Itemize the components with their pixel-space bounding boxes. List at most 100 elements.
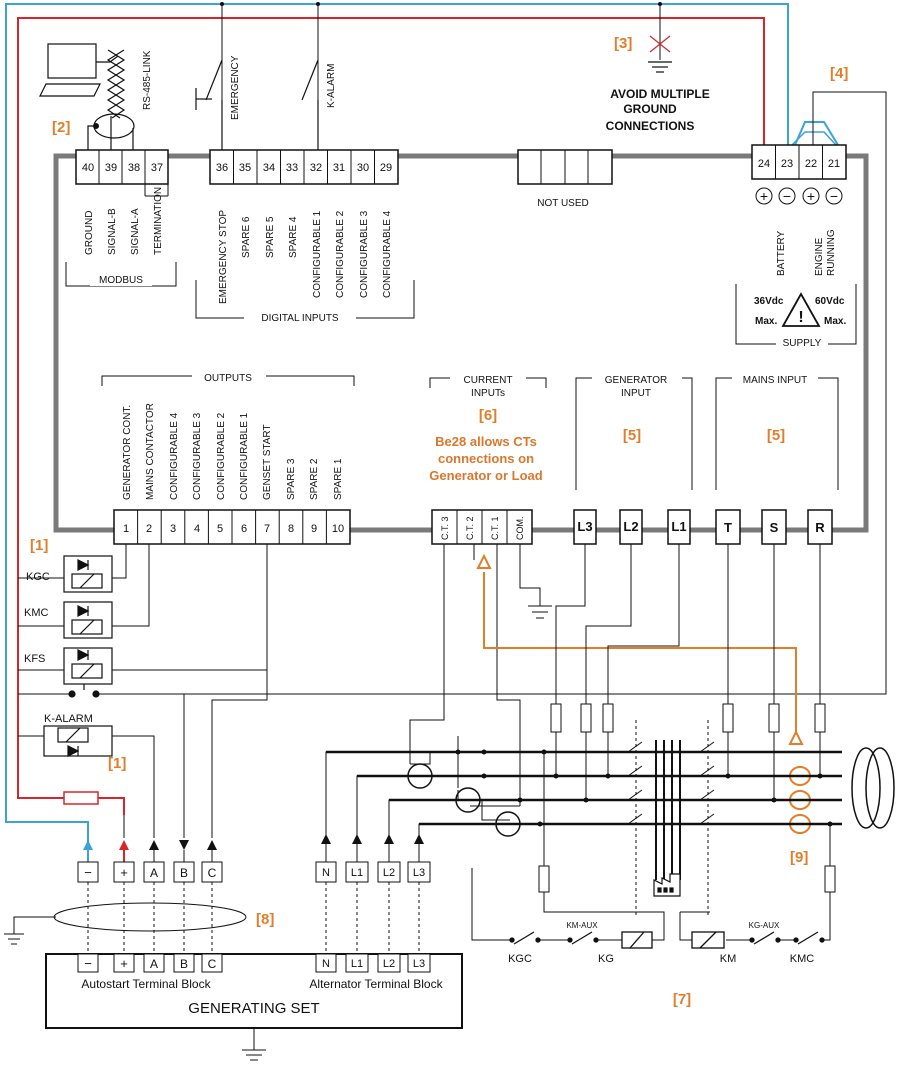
relay-kmc-label: KMC bbox=[24, 607, 49, 619]
busbar-switches bbox=[627, 740, 715, 880]
autostart-bottom-b: B bbox=[180, 957, 188, 971]
alternator-bottom-l2: L2 bbox=[383, 958, 395, 970]
current-inputs-label-1: CURRENT bbox=[464, 375, 513, 386]
out-label-spare-2: SPARE 2 bbox=[309, 458, 320, 500]
terminal-10: 10 bbox=[332, 523, 344, 535]
autostart-arrows bbox=[83, 840, 217, 850]
terminal-ct1: C.T. 1 bbox=[490, 516, 500, 540]
not-used-terminals bbox=[517, 149, 613, 185]
di-label-spare-6: SPARE 6 bbox=[241, 216, 252, 258]
mains-input-label: MAINS INPUT bbox=[743, 375, 807, 386]
note-5-mains: [5] bbox=[767, 427, 785, 444]
terminal-30: 30 bbox=[357, 162, 369, 174]
alternator-top-l1: L1 bbox=[351, 867, 363, 879]
outputs-group-label: OUTPUTS bbox=[204, 373, 252, 384]
dotted-links bbox=[87, 720, 709, 954]
out-label-configurable-1: CONFIGURABLE 1 bbox=[239, 412, 250, 500]
polarity-23: − bbox=[783, 188, 791, 204]
genset-ground-icon bbox=[242, 1028, 266, 1061]
autostart-bottom-a: A bbox=[150, 957, 158, 971]
relay-wiring bbox=[18, 544, 268, 838]
contact-kmc-label: KMC bbox=[790, 953, 815, 965]
terminal-22: 22 bbox=[805, 158, 817, 170]
modbus-label-ground: GROUND bbox=[84, 211, 95, 255]
di-label-configurable-1: CONFIGURABLE 1 bbox=[312, 210, 323, 298]
terminal-2: 2 bbox=[146, 523, 152, 535]
alternator-bottom-l3: L3 bbox=[413, 958, 425, 970]
autostart-terminals-top: − + A B C bbox=[77, 861, 223, 883]
note-1-top: [1] bbox=[30, 537, 48, 554]
max-right-label: Max. bbox=[824, 316, 846, 327]
relay-kgc-icon bbox=[63, 555, 113, 593]
out-label-mains-contactor: MAINS CONTACTOR bbox=[145, 403, 156, 500]
note-7: [7] bbox=[673, 991, 691, 1008]
engine-running-label-1: ENGINE bbox=[814, 237, 825, 276]
terminal-23: 23 bbox=[781, 158, 793, 170]
out-label-spare-3: SPARE 3 bbox=[286, 458, 297, 500]
supply-group-label: SUPPLY bbox=[783, 338, 822, 349]
ground-icon bbox=[648, 35, 672, 73]
terminal-36: 36 bbox=[216, 162, 228, 174]
alternator-bottom-n: N bbox=[322, 958, 330, 970]
digital-input-terminals: 36 35 34 33 32 31 30 29 bbox=[209, 149, 399, 185]
terminal-com: COM. bbox=[515, 517, 525, 541]
terminal-24: 24 bbox=[758, 158, 770, 170]
relay-k-alarm-icon bbox=[43, 725, 113, 757]
kg-aux-label: KG-AUX bbox=[749, 921, 780, 930]
terminal-34: 34 bbox=[263, 162, 275, 174]
autostart-top-minus: − bbox=[84, 865, 92, 880]
modbus-label-signal-a: SIGNAL-A bbox=[130, 208, 141, 255]
terminal-8: 8 bbox=[288, 523, 294, 535]
coil-km-icon bbox=[691, 931, 725, 949]
k-alarm-switch bbox=[301, 59, 319, 150]
gen-input-wires bbox=[555, 544, 821, 800]
terminal-gen-l1: L1 bbox=[671, 519, 686, 534]
contactor-control-wiring bbox=[471, 752, 831, 941]
generator-input-terminals: L3 L2 L1 bbox=[573, 509, 691, 545]
v60-label: 60Vdc bbox=[815, 296, 845, 307]
terminal-31: 31 bbox=[333, 162, 345, 174]
ct-wiring bbox=[409, 544, 521, 821]
alternator-terminals-bottom: N L1 L2 L3 bbox=[315, 953, 431, 973]
autostart-top-plus: + bbox=[120, 865, 128, 880]
terminal-32: 32 bbox=[310, 162, 322, 174]
relay-kgc-label: KGC bbox=[26, 571, 50, 583]
di-label-emergency-stop: EMERGENCY STOP bbox=[218, 210, 229, 304]
alternator-top-l3: L3 bbox=[413, 867, 425, 879]
terminal-mains-t: T bbox=[724, 520, 732, 535]
factory-icon bbox=[653, 873, 681, 897]
polarity-24: + bbox=[760, 188, 768, 204]
transformer-icon bbox=[851, 747, 895, 829]
fuses bbox=[538, 703, 836, 893]
km-aux-label: KM-AUX bbox=[566, 921, 598, 930]
battery-label: BATTERY bbox=[776, 230, 787, 276]
autostart-top-c: C bbox=[208, 866, 217, 880]
not-used-label: NOT USED bbox=[537, 198, 589, 209]
autostart-caption: Autostart Terminal Block bbox=[81, 977, 211, 991]
avoid-ground-line2: GROUND bbox=[623, 102, 677, 116]
alternator-bottom-l1: L1 bbox=[351, 958, 363, 970]
autostart-bottom-minus: − bbox=[84, 956, 92, 971]
v36-label: 36Vdc bbox=[754, 296, 784, 307]
di-label-spare-4: SPARE 4 bbox=[288, 216, 299, 258]
generator-input-label-2: INPUT bbox=[621, 388, 651, 399]
be28-note-2: connections on bbox=[438, 451, 534, 466]
terminal-mains-s: S bbox=[770, 520, 779, 535]
note-8: [8] bbox=[256, 911, 274, 928]
terminal-35: 35 bbox=[239, 162, 251, 174]
autostart-top-b: B bbox=[180, 866, 188, 880]
terminal-5: 5 bbox=[217, 523, 223, 535]
current-inputs-label-2: INPUTs bbox=[471, 388, 505, 399]
note-3: [3] bbox=[614, 35, 632, 52]
alternator-top-l2: L2 bbox=[383, 867, 395, 879]
note-1-bottom: [1] bbox=[108, 755, 126, 772]
generator-input-label-1: GENERATOR bbox=[605, 375, 667, 386]
terminal-mains-r: R bbox=[815, 520, 825, 535]
engine-running-label-2: RUNNING bbox=[826, 229, 837, 276]
modbus-label-termination: TERMINATION bbox=[153, 187, 164, 255]
autostart-bottom-plus: + bbox=[120, 956, 128, 971]
autostart-terminals-bottom: − + A B C bbox=[77, 953, 223, 973]
terminal-29: 29 bbox=[380, 162, 392, 174]
terminal-33: 33 bbox=[286, 162, 298, 174]
